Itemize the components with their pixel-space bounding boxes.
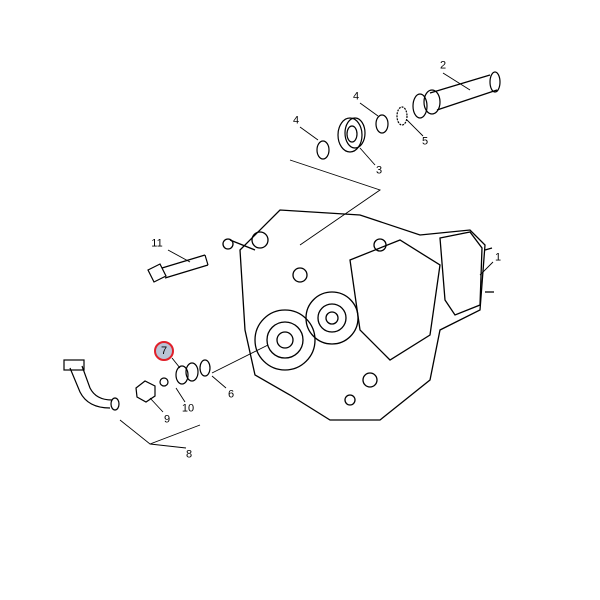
callout-11[interactable]: 11 <box>151 237 163 250</box>
callout-1[interactable]: 1 <box>494 251 502 264</box>
o-ring-part-6 <box>199 359 211 377</box>
washer-part-10 <box>159 377 169 387</box>
callout-8[interactable]: 8 <box>185 448 193 461</box>
leader-lines <box>119 72 494 449</box>
callout-7-highlighted[interactable]: 7 <box>154 341 174 361</box>
callout-4[interactable]: 4 <box>292 114 300 127</box>
callout-6[interactable]: 6 <box>227 388 235 401</box>
bearing-part-3 <box>337 117 366 153</box>
callout-3[interactable]: 3 <box>375 164 383 177</box>
callout-4[interactable]: 4 <box>352 90 360 103</box>
callout-5[interactable]: 5 <box>421 135 429 148</box>
nut-part-9 <box>135 380 156 403</box>
snap-ring-part-4b <box>316 140 330 160</box>
bolt-part-11 <box>147 254 209 283</box>
callout-9[interactable]: 9 <box>163 413 171 426</box>
hose-part-8 <box>63 359 120 411</box>
shaft-part-2 <box>412 71 501 119</box>
callout-10[interactable]: 10 <box>181 402 195 415</box>
fitting-part-7 <box>175 362 199 385</box>
snap-ring-part-4 <box>375 114 389 134</box>
gear-part-5 <box>396 106 408 126</box>
callout-2[interactable]: 2 <box>439 59 447 72</box>
transfer-case <box>222 209 494 421</box>
